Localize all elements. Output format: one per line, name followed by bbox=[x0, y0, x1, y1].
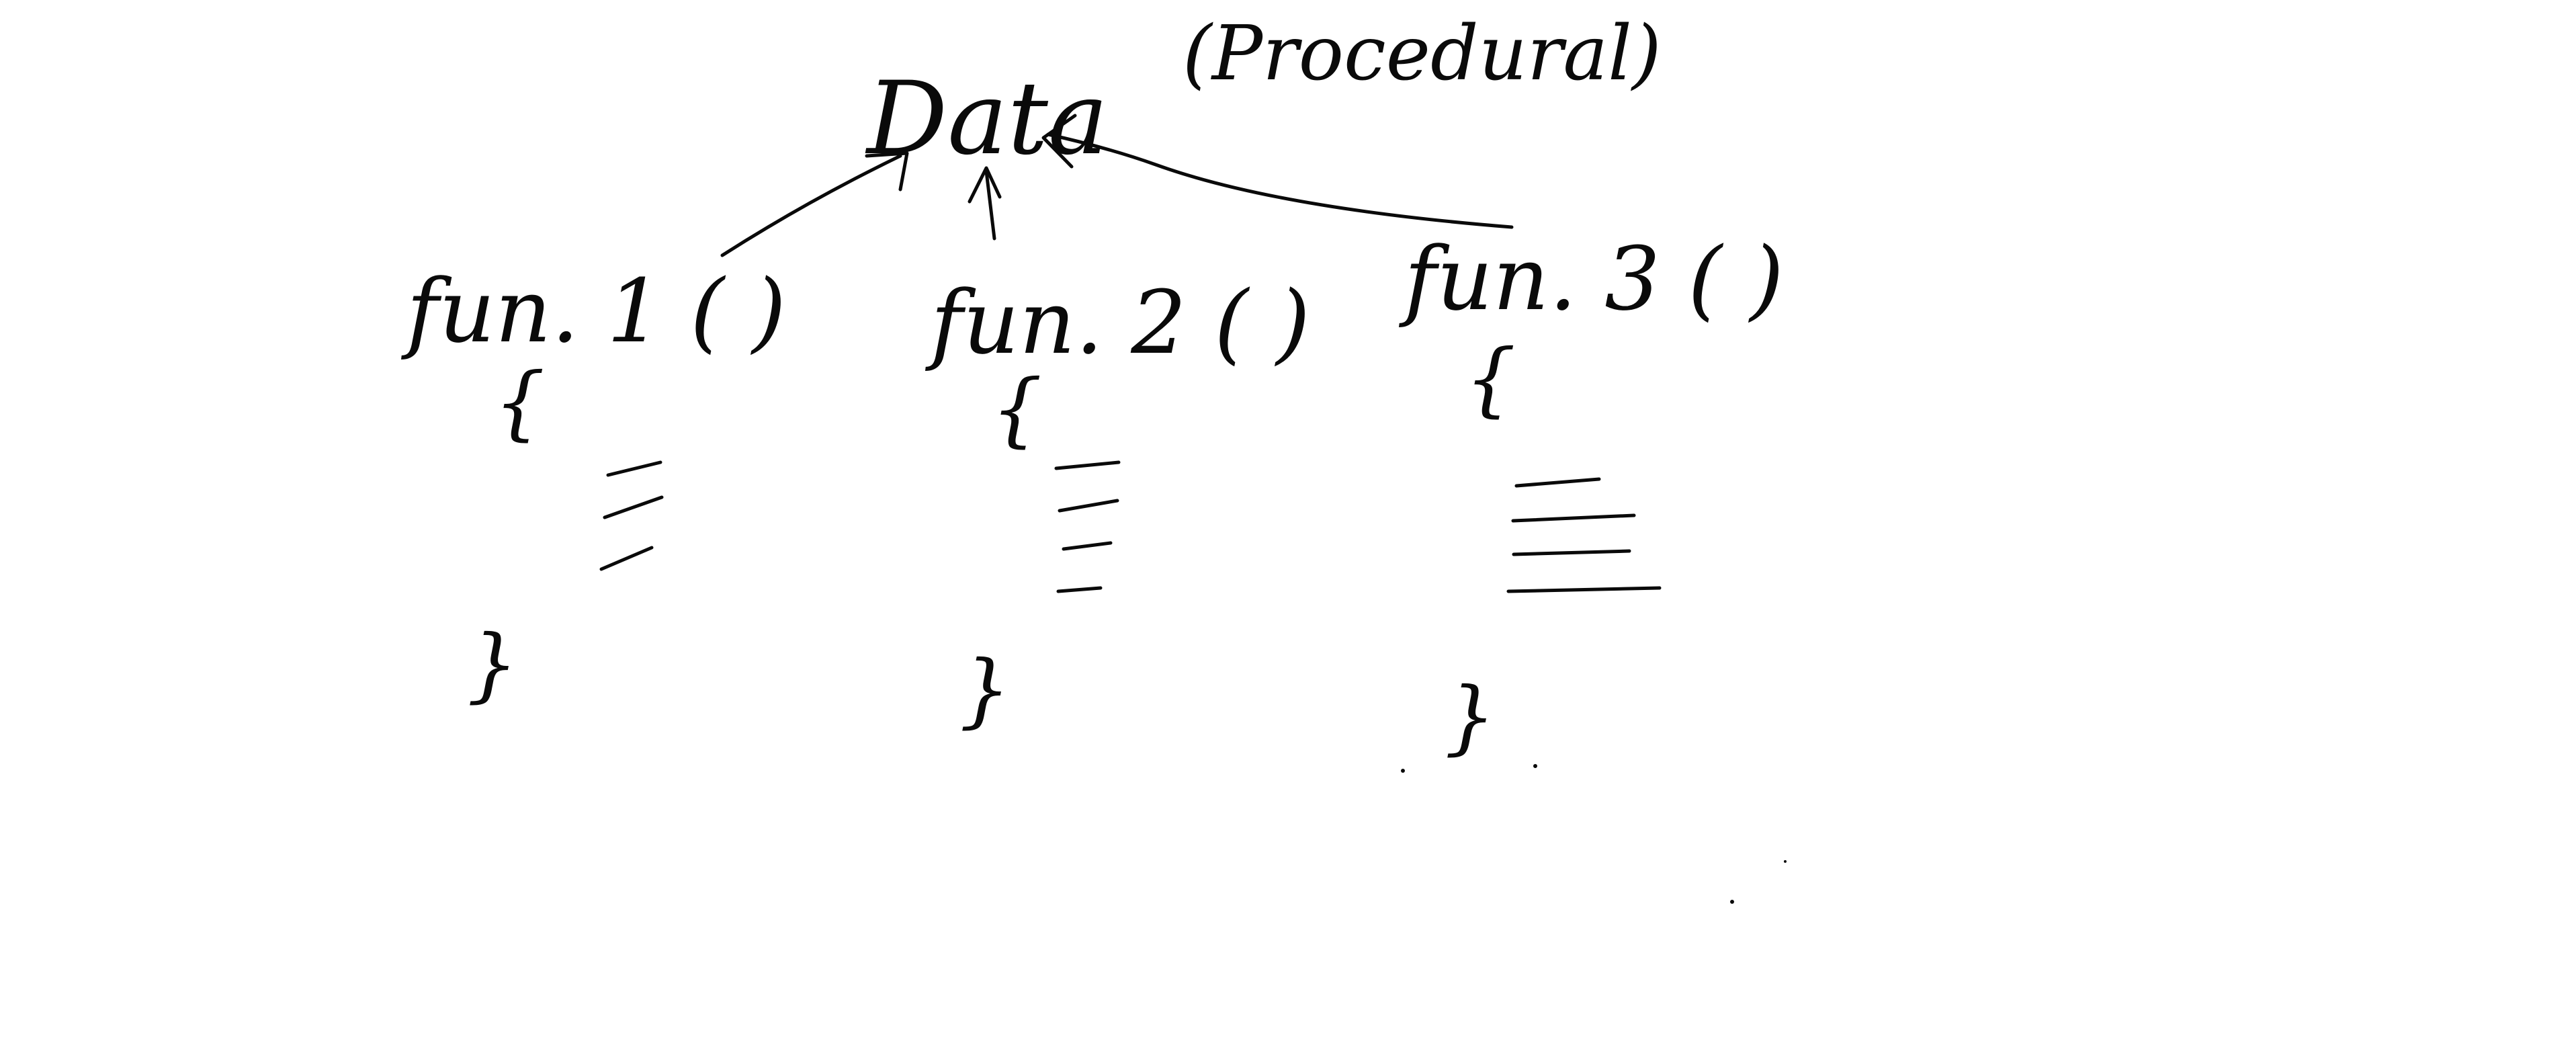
function-3: fun. 3 ( ) { } bbox=[1399, 228, 1784, 764]
function-2-body-line bbox=[1054, 460, 1121, 470]
function-3-body-line bbox=[1514, 477, 1601, 488]
function-3-label: fun. 3 ( ) bbox=[1399, 228, 1784, 330]
arrow-function-1-to-data bbox=[720, 151, 909, 257]
function-1: fun. 1 ( ) { } bbox=[401, 260, 786, 712]
function-3-body-line bbox=[1506, 586, 1662, 593]
stray-marks bbox=[1401, 764, 1787, 904]
function-2-body-line bbox=[1062, 541, 1113, 551]
function-1-open-brace: { bbox=[494, 356, 545, 450]
function-1-body-line bbox=[606, 460, 662, 477]
function-2-open-brace: { bbox=[991, 363, 1042, 456]
diagram-title: (Procedural) bbox=[1183, 10, 1662, 97]
function-2-body-line bbox=[1056, 586, 1103, 593]
function-2-label: fun. 2 ( ) bbox=[925, 271, 1310, 374]
function-1-body-line bbox=[599, 546, 654, 571]
function-2-body-line bbox=[1058, 499, 1119, 513]
function-3-close-brace: } bbox=[1445, 671, 1496, 764]
function-3-open-brace: { bbox=[1465, 333, 1516, 426]
function-3-body-line bbox=[1512, 549, 1631, 556]
arrow-function-2-to-data bbox=[968, 166, 1002, 241]
function-2: fun. 2 ( ) { } bbox=[925, 271, 1310, 737]
function-2-close-brace: } bbox=[959, 644, 1011, 737]
function-3-body-line bbox=[1511, 513, 1636, 523]
function-1-body-line bbox=[603, 495, 664, 519]
arrow-function-3-to-data bbox=[1041, 114, 1514, 229]
function-1-label: fun. 1 ( ) bbox=[401, 260, 786, 362]
function-1-close-brace: } bbox=[467, 618, 518, 712]
